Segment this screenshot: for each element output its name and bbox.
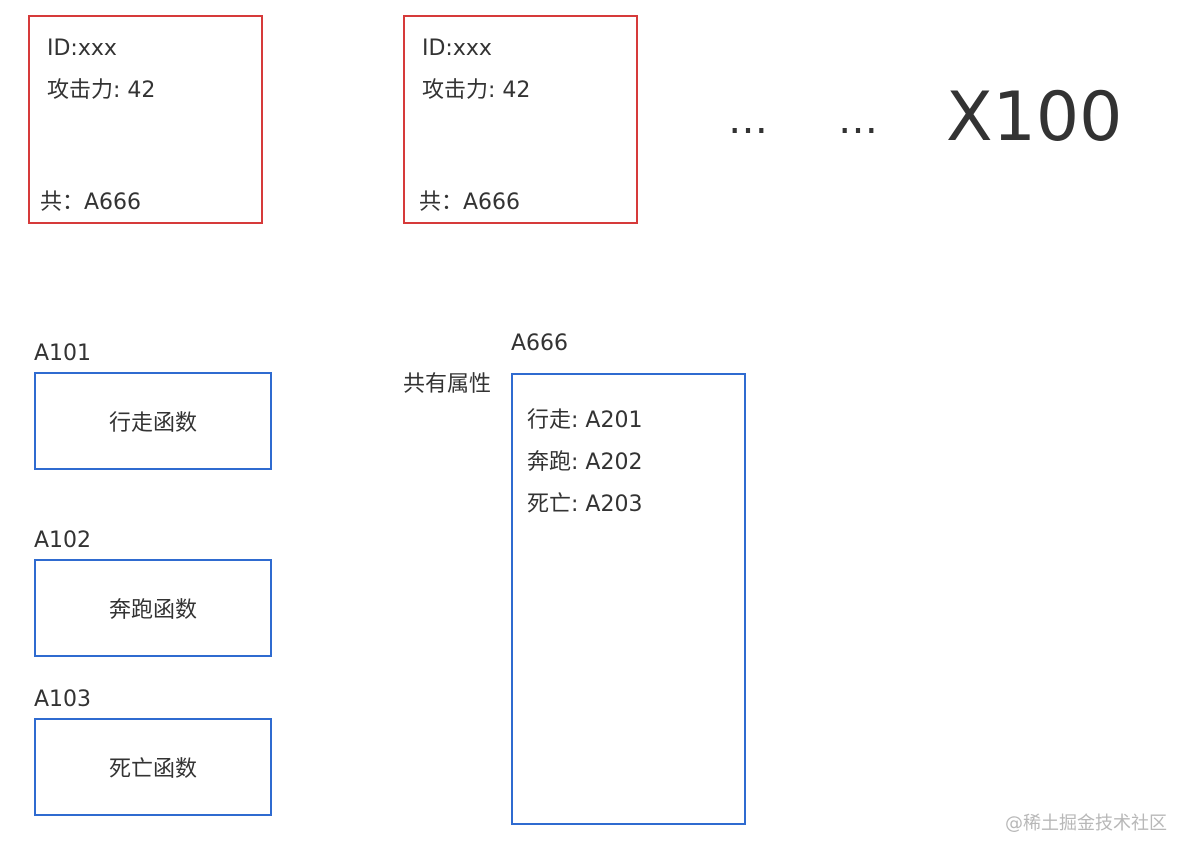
function-name: 行走函数	[108, 411, 197, 436]
prototype-entry-walk: 行走: A201	[527, 408, 643, 433]
function-address-a103: A103	[34, 687, 92, 712]
object-id-label: ID:xxx	[422, 36, 492, 61]
function-box-run: 奔跑函数	[34, 559, 272, 657]
object-attack-label: 攻击力: 42	[422, 78, 531, 103]
object-card-2: ID:xxx 攻击力: 42 共：A666	[403, 15, 638, 224]
ellipsis-2: …	[838, 97, 880, 143]
prototype-entry-run: 奔跑: A202	[527, 450, 643, 475]
function-box-die: 死亡函数	[34, 718, 272, 816]
function-name: 死亡函数	[108, 757, 197, 782]
object-id-label: ID:xxx	[47, 36, 117, 61]
function-address-a101: A101	[34, 341, 92, 366]
watermark: @稀土掘金技术社区	[1005, 813, 1167, 834]
prototype-side-label: 共有属性	[403, 372, 492, 397]
multiplier-label: X100	[946, 78, 1123, 157]
function-name: 奔跑函数	[108, 598, 197, 623]
object-attack-label: 攻击力: 42	[47, 78, 156, 103]
prototype-address: A666	[511, 331, 569, 356]
ellipsis-1: …	[728, 97, 770, 143]
prototype-entry-die: 死亡: A203	[527, 492, 643, 517]
function-address-a102: A102	[34, 528, 92, 553]
object-shared-label: 共：A666	[419, 190, 521, 215]
object-shared-label: 共：A666	[40, 190, 142, 215]
prototype-box: 行走: A201 奔跑: A202 死亡: A203	[511, 373, 746, 825]
object-card-1: ID:xxx 攻击力: 42 共：A666	[28, 15, 263, 224]
function-box-walk: 行走函数	[34, 372, 272, 470]
